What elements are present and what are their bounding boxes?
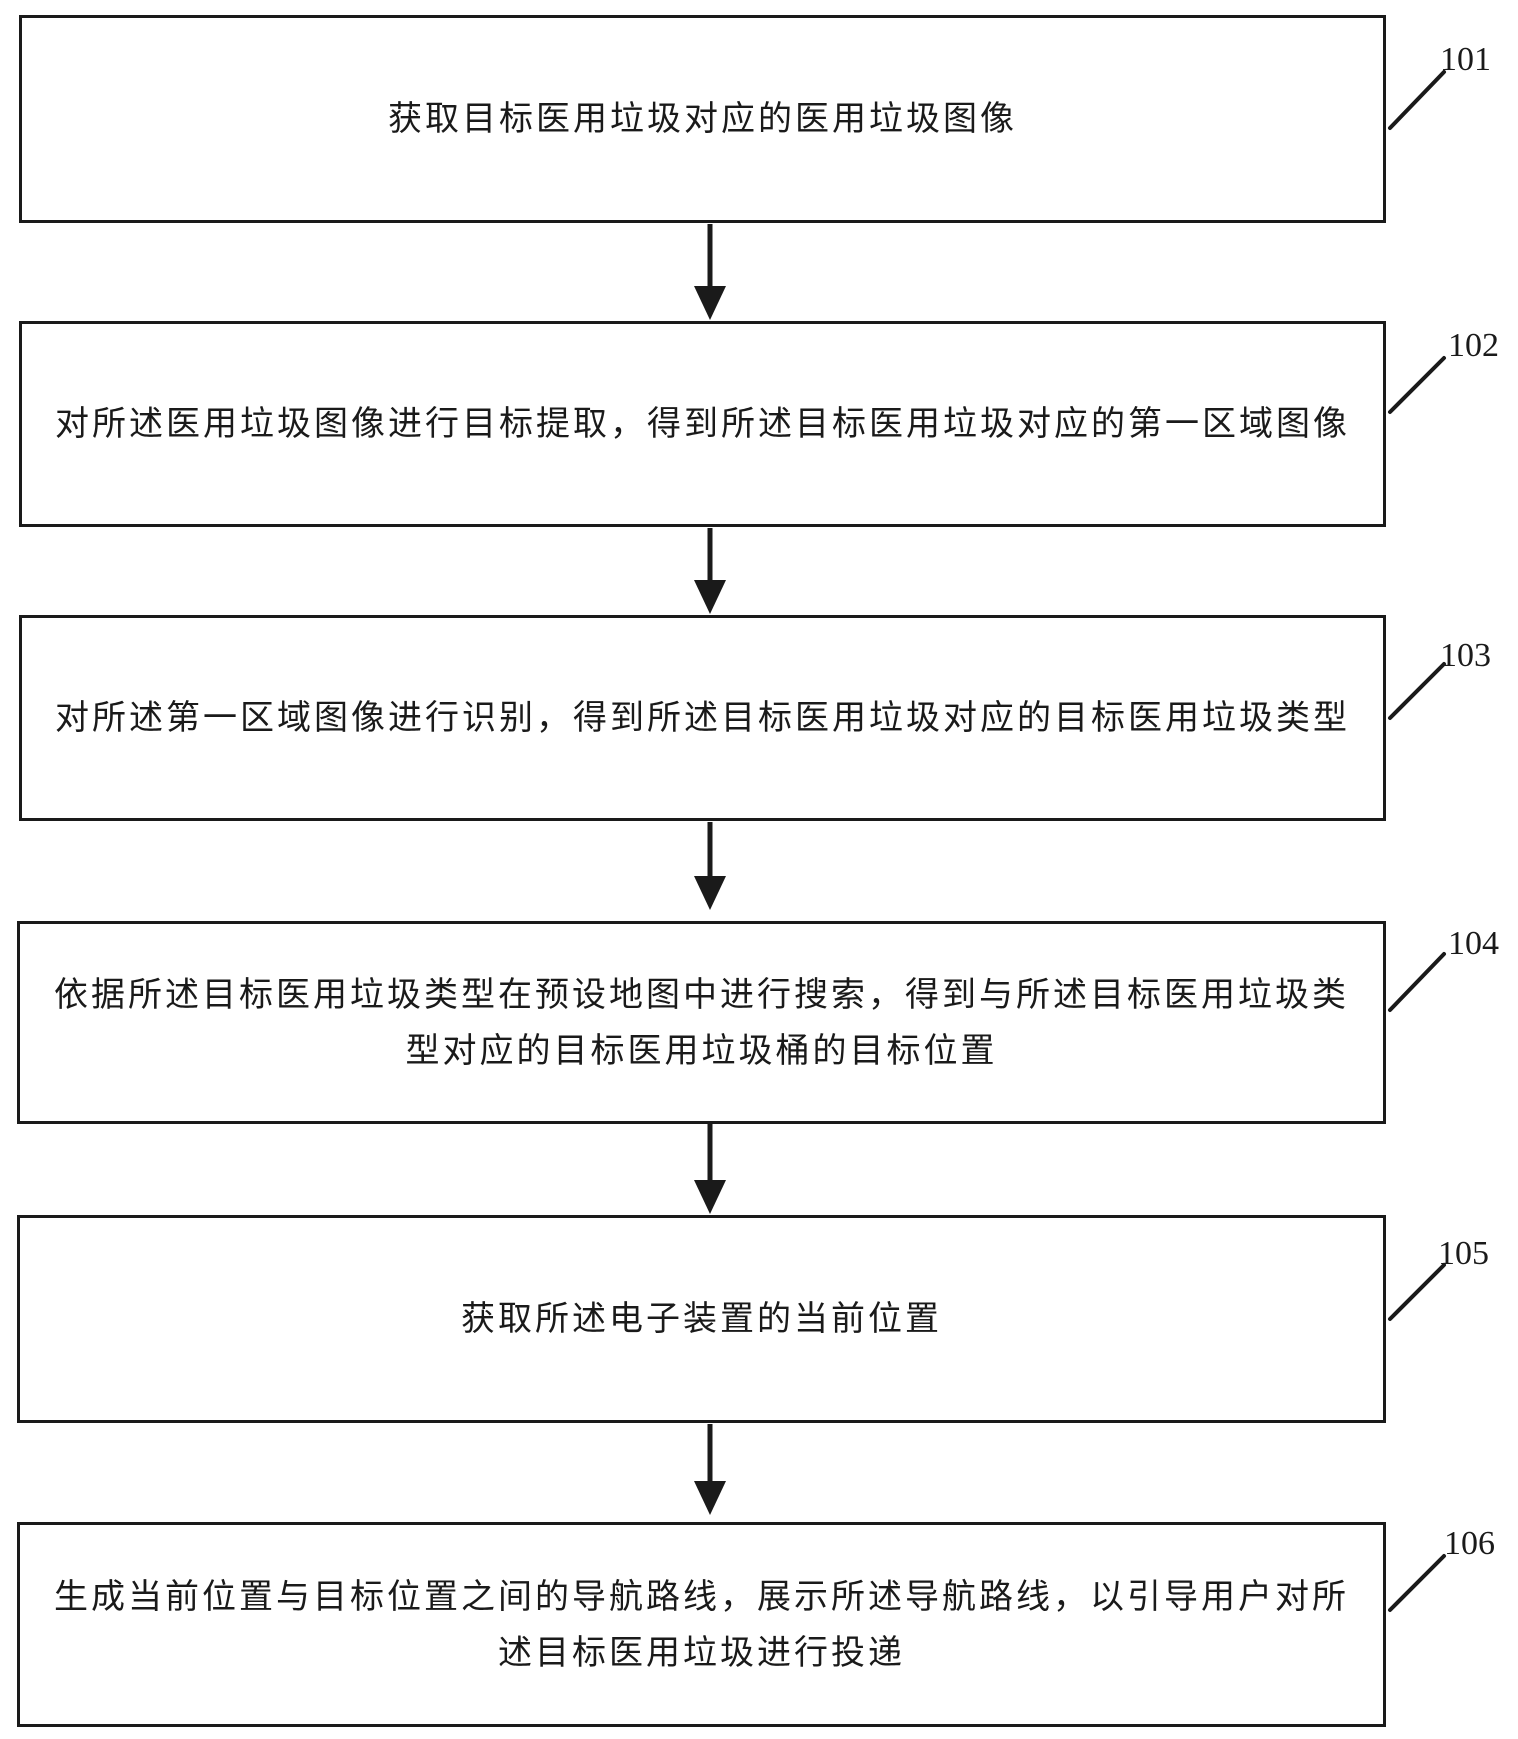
leader-102 xyxy=(1388,356,1446,414)
step-105-number: 105 xyxy=(1438,1235,1489,1272)
step-104-number: 104 xyxy=(1448,925,1499,962)
arrow-102-103-head xyxy=(694,580,726,614)
step-101-box: 获取目标医用垃圾对应的医用垃圾图像 xyxy=(19,15,1386,223)
leader-101 xyxy=(1388,70,1446,130)
step-103-box: 对所述第一区域图像进行识别，得到所述目标医用垃圾对应的目标医用垃圾类型 xyxy=(19,615,1386,821)
step-104-box: 依据所述目标医用垃圾类型在预设地图中进行搜索，得到与所述目标医用垃圾类型对应的目… xyxy=(17,921,1386,1124)
step-105-box: 获取所述电子装置的当前位置 xyxy=(17,1215,1386,1423)
flow-arrows xyxy=(694,224,726,1515)
arrow-101-102-head xyxy=(694,286,726,320)
step-105-text: 获取所述电子装置的当前位置 xyxy=(461,1299,942,1339)
leader-105 xyxy=(1388,1263,1446,1321)
step-103-text: 对所述第一区域图像进行识别，得到所述目标医用垃圾对应的目标医用垃圾类型 xyxy=(55,698,1350,738)
step-102-text: 对所述医用垃圾图像进行目标提取，得到所述目标医用垃圾对应的第一区域图像 xyxy=(55,404,1350,444)
leader-104 xyxy=(1388,952,1446,1012)
step-102-box: 对所述医用垃圾图像进行目标提取，得到所述目标医用垃圾对应的第一区域图像 xyxy=(19,321,1386,527)
step-106-box: 生成当前位置与目标位置之间的导航路线，展示所述导航路线，以引导用户对所述目标医用… xyxy=(17,1522,1386,1727)
leader-106 xyxy=(1388,1554,1446,1612)
label-leader-lines xyxy=(1388,70,1446,1612)
step-102-number: 102 xyxy=(1448,327,1499,364)
arrow-103-104-head xyxy=(694,876,726,910)
arrow-104-105-head xyxy=(694,1180,726,1214)
arrow-105-106-head xyxy=(694,1481,726,1515)
step-106-number: 106 xyxy=(1444,1525,1495,1562)
leader-103 xyxy=(1388,662,1446,720)
step-104-text: 依据所述目标医用垃圾类型在预设地图中进行搜索，得到与所述目标医用垃圾类型对应的目… xyxy=(54,974,1349,1071)
step-101-number: 101 xyxy=(1440,41,1491,78)
step-106-text: 生成当前位置与目标位置之间的导航路线，展示所述导航路线，以引导用户对所述目标医用… xyxy=(54,1576,1349,1673)
step-103-number: 103 xyxy=(1440,637,1491,674)
step-101-text: 获取目标医用垃圾对应的医用垃圾图像 xyxy=(388,99,1017,139)
